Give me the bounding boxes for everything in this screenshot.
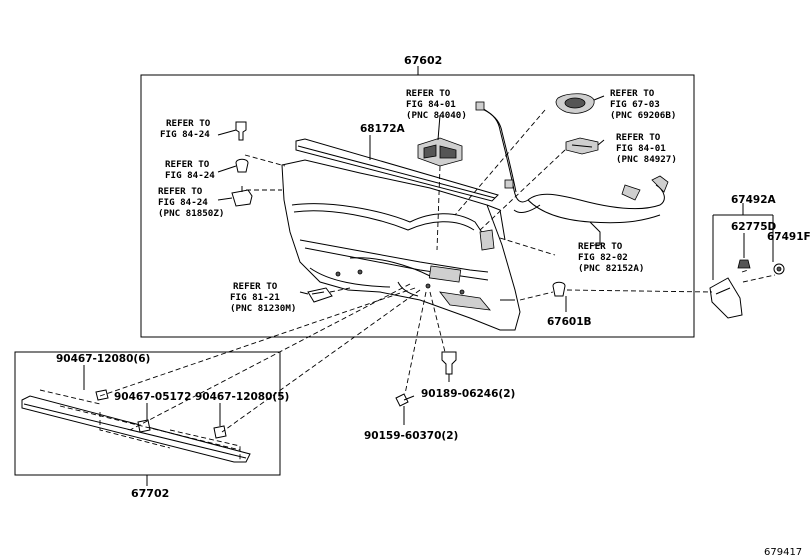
- svg-text:FIG 84-24: FIG 84-24: [158, 197, 208, 208]
- callout-ref-fig-84-01-a: REFER TO FIG 84-01 (PNC 84040): [406, 88, 467, 121]
- svg-text:REFER TO: REFER TO: [406, 88, 451, 99]
- callout-ref-fig-67-03: REFER TO FIG 67-03 (PNC 69206B): [610, 88, 676, 121]
- wire-harness: [475, 101, 669, 224]
- callout-ref-fig-84-24-b: REFER TO FIG 84-24: [165, 159, 215, 181]
- clip-middle: [235, 158, 249, 173]
- part-number-90467-05172: 90467-05172: [114, 391, 191, 403]
- svg-text:REFER TO: REFER TO: [610, 88, 655, 99]
- clip-90467-12080-b: [213, 425, 227, 439]
- svg-text:REFER TO: REFER TO: [616, 132, 661, 143]
- callout-ref-fig-84-24-c: REFER TO FIG 84-24 (PNC 81850Z): [158, 186, 224, 219]
- svg-text:FIG 81-21: FIG 81-21: [230, 292, 280, 303]
- fastener-67491f: [773, 263, 785, 275]
- cover-67492a: [709, 277, 743, 319]
- assembly-label-67602: 67602: [404, 54, 442, 67]
- weatherstrip-68172a: [295, 138, 499, 202]
- svg-text:FIG 84-01: FIG 84-01: [616, 143, 666, 154]
- svg-text:REFER TO: REFER TO: [233, 281, 278, 292]
- svg-text:REFER TO: REFER TO: [158, 186, 203, 197]
- part-number-67492a: 67492A: [731, 194, 777, 206]
- callout-ref-fig-81-21: REFER TO FIG 81-21 (PNC 81230M): [230, 281, 296, 314]
- part-number-67491f: 67491F: [767, 231, 811, 243]
- figure-id: 679417: [764, 547, 802, 558]
- bracket-81850z: [231, 186, 253, 207]
- clip-90467-05172: [137, 419, 151, 433]
- svg-text:FIG 84-01: FIG 84-01: [406, 99, 456, 110]
- svg-text:(PNC 81230M): (PNC 81230M): [230, 303, 296, 314]
- part-number-90467-12080-6: 90467-12080(6): [56, 353, 150, 365]
- part-number-90467-12080-5: 90467-12080(5): [195, 391, 289, 403]
- inside-handle-69206b: [555, 93, 595, 114]
- svg-text:(PNC 81850Z): (PNC 81850Z): [158, 208, 224, 219]
- door-trim-panel: [281, 159, 521, 331]
- svg-text:REFER TO: REFER TO: [578, 241, 623, 252]
- switch-84040: [417, 137, 463, 167]
- svg-text:REFER TO: REFER TO: [165, 159, 210, 170]
- svg-text:FIG 84-24: FIG 84-24: [165, 170, 215, 181]
- part-number-90159-60370: 90159-60370(2): [364, 430, 458, 442]
- svg-text:FIG 82-02: FIG 82-02: [578, 252, 628, 263]
- screw-90159: [395, 393, 415, 407]
- courtesy-lamp-81230m: [307, 287, 333, 303]
- clip-67601b: [552, 281, 566, 297]
- svg-text:FIG 67-03: FIG 67-03: [610, 99, 660, 110]
- part-number-67601b: 67601B: [547, 316, 592, 328]
- assembly-label-67702: 67702: [131, 487, 169, 500]
- svg-text:(PNC 82152A): (PNC 82152A): [578, 263, 644, 274]
- svg-text:(PNC 84927): (PNC 84927): [616, 154, 677, 165]
- svg-text:REFER TO: REFER TO: [166, 118, 211, 129]
- svg-text:FIG 84-24: FIG 84-24: [160, 129, 210, 140]
- callout-ref-fig-82-02: REFER TO FIG 82-02 (PNC 82152A): [578, 241, 644, 274]
- switch-84927: [565, 137, 599, 155]
- svg-text:(PNC 84040): (PNC 84040): [406, 110, 467, 121]
- clip-62775d: [737, 259, 751, 269]
- garnish-molding-67702: [21, 395, 251, 463]
- screw-90189: [441, 351, 457, 375]
- callout-ref-fig-84-01-b: REFER TO FIG 84-01 (PNC 84927): [616, 132, 677, 165]
- clip-upper: [235, 121, 247, 141]
- part-number-68172a: 68172A: [360, 123, 406, 135]
- svg-text:(PNC 69206B): (PNC 69206B): [610, 110, 676, 121]
- part-number-90189-06246: 90189-06246(2): [421, 388, 515, 400]
- callout-ref-fig-84-24-a: REFER TO FIG 84-24: [160, 118, 211, 140]
- part-number-62775d: 62775D: [731, 221, 777, 233]
